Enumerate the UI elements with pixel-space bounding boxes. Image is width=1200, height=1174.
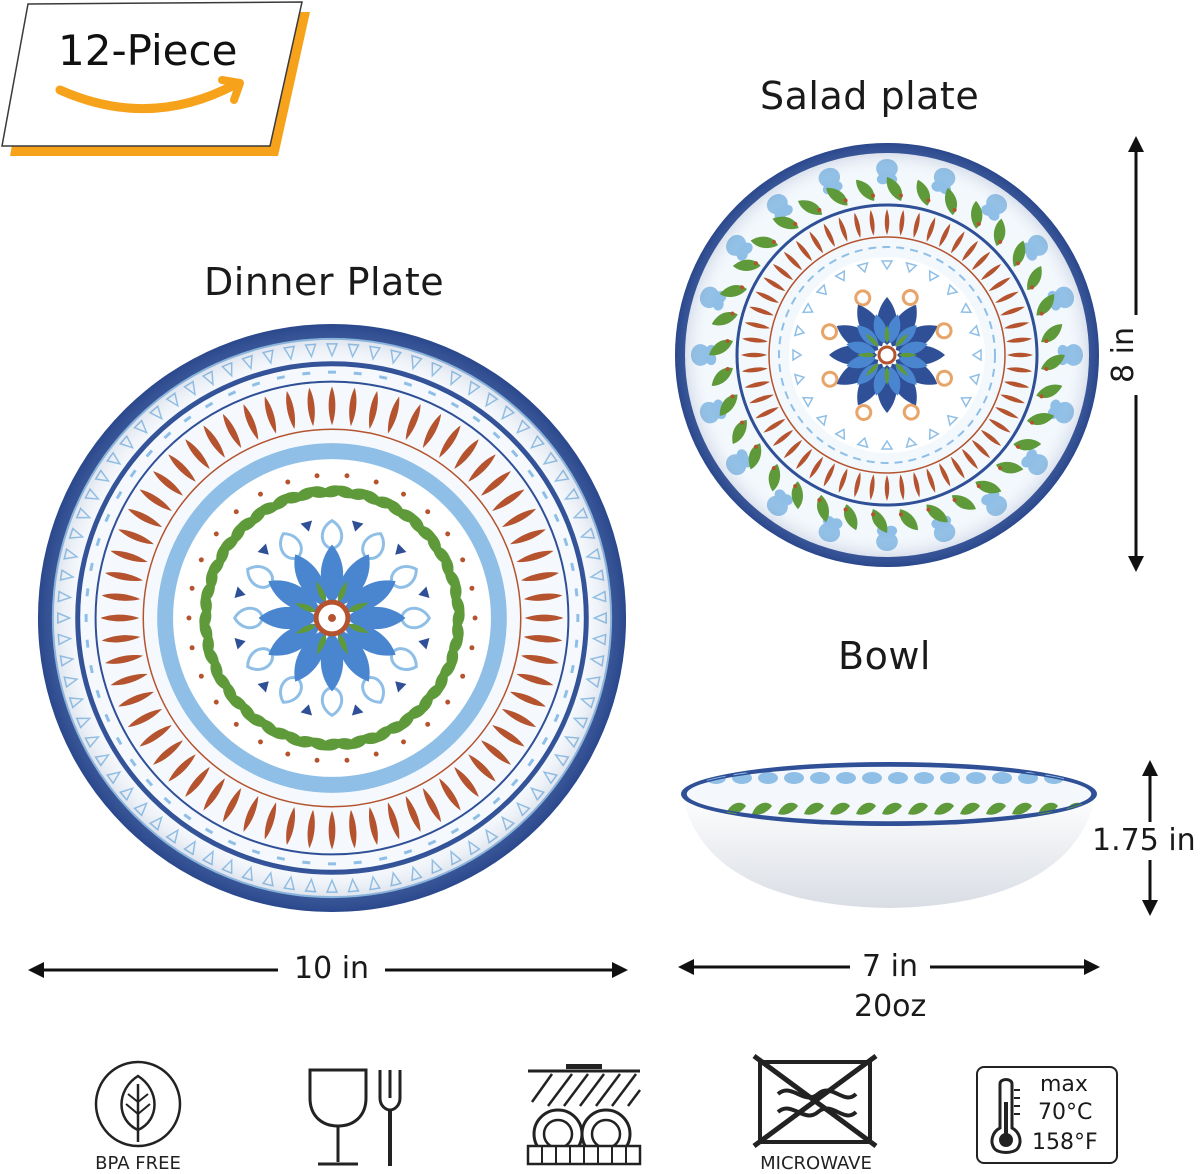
salad-plate-title: Salad plate <box>760 74 980 118</box>
dinner-plate-graphic <box>37 323 627 913</box>
smile-arrow-icon <box>55 79 241 113</box>
dinner-width-label: 10 in <box>278 954 386 984</box>
microwave-label: MICROWAVE <box>760 1153 872 1174</box>
thermometer-icon <box>990 1078 1022 1154</box>
badge-label: 12-Piece <box>58 26 238 75</box>
temperature-fahrenheit-label: 158°F <box>1032 1130 1098 1155</box>
microwave-feature: MICROWAVE <box>748 1054 884 1174</box>
salad-plate-graphic <box>675 143 1099 567</box>
temperature-celsius-label: 70°C <box>1038 1100 1093 1125</box>
no-microwave-icon <box>752 1054 878 1148</box>
bpa-free-feature: BPA FREE <box>82 1058 194 1174</box>
dinner-plate-image <box>34 318 630 918</box>
temperature-feature: max 70°C 158°F <box>976 1066 1118 1164</box>
dishwasher-icon <box>526 1064 642 1166</box>
dinner-plate-title: Dinner Plate <box>204 260 445 304</box>
salad-plate-image <box>672 140 1102 570</box>
badge-frame <box>1 1 310 156</box>
leaf-circle-icon <box>94 1060 182 1148</box>
salad-height-label: 8 in <box>1104 315 1143 395</box>
bowl-width-label: 7 in <box>850 952 930 982</box>
bowl-graphic <box>681 762 1097 908</box>
temperature-max-label: max <box>1040 1072 1088 1097</box>
piece-count-badge: 12-Piece <box>0 0 315 160</box>
food-safe-feature <box>302 1064 412 1170</box>
glass-fork-icon <box>308 1068 402 1166</box>
bowl-capacity-label: 20oz <box>842 992 939 1022</box>
dishwasher-safe-feature <box>524 1062 644 1168</box>
bowl-height-label: 1.75 in <box>1088 822 1200 860</box>
bowl-image <box>676 756 1102 916</box>
bpa-free-label: BPA FREE <box>95 1153 181 1174</box>
bowl-title: Bowl <box>838 634 931 678</box>
